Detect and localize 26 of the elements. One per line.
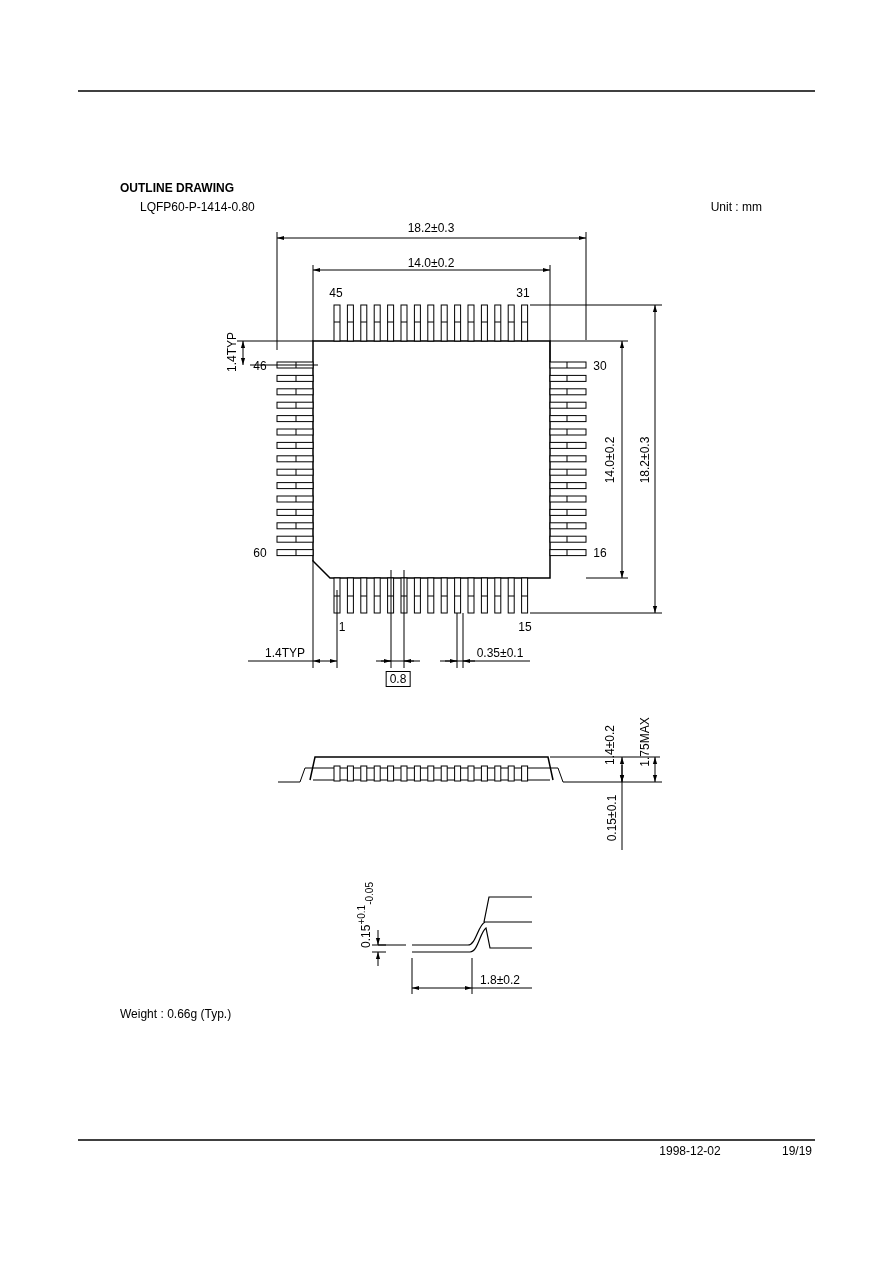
weight-note: Weight : 0.66g (Typ.) bbox=[120, 1007, 232, 1021]
dimension-value: 18.2±0.3 bbox=[407, 221, 455, 235]
pin-number: 46 bbox=[253, 359, 267, 373]
dimension-value: 14.0±0.2 bbox=[407, 256, 455, 270]
dimension-value: 0.35±0.1 bbox=[476, 646, 524, 660]
drawing-title: OUTLINE DRAWING bbox=[120, 181, 234, 195]
pin-number: 15 bbox=[518, 620, 532, 634]
pin-number: 31 bbox=[516, 286, 530, 300]
dimension-value: 14.0±0.2 bbox=[603, 436, 617, 484]
dimension-value: 0.15±0.1 bbox=[605, 794, 619, 842]
date-text: 1998-12-02 bbox=[659, 1144, 721, 1158]
page-number: 19/19 bbox=[782, 1144, 812, 1158]
pin-number: 30 bbox=[593, 359, 607, 373]
pin-number: 45 bbox=[329, 286, 343, 300]
package-code: LQFP60-P-1414-0.80 bbox=[140, 200, 255, 214]
dimension-value: 1.4±0.2 bbox=[603, 725, 617, 765]
dimension-value: 1.4TYP bbox=[225, 332, 239, 372]
dimension-value: 1.75MAX bbox=[638, 717, 652, 767]
pin-number: 16 bbox=[593, 546, 607, 560]
basic-dimension-value: 0.8 bbox=[385, 671, 411, 687]
dimension-value: 1.8±0.2 bbox=[480, 973, 520, 987]
pin-number: 1 bbox=[338, 620, 346, 634]
unit-note: Unit : mm bbox=[710, 200, 762, 214]
dimension-value: 18.2±0.3 bbox=[638, 436, 652, 484]
pin-number: 60 bbox=[253, 546, 267, 560]
dimension-value: 1.4TYP bbox=[265, 646, 305, 660]
